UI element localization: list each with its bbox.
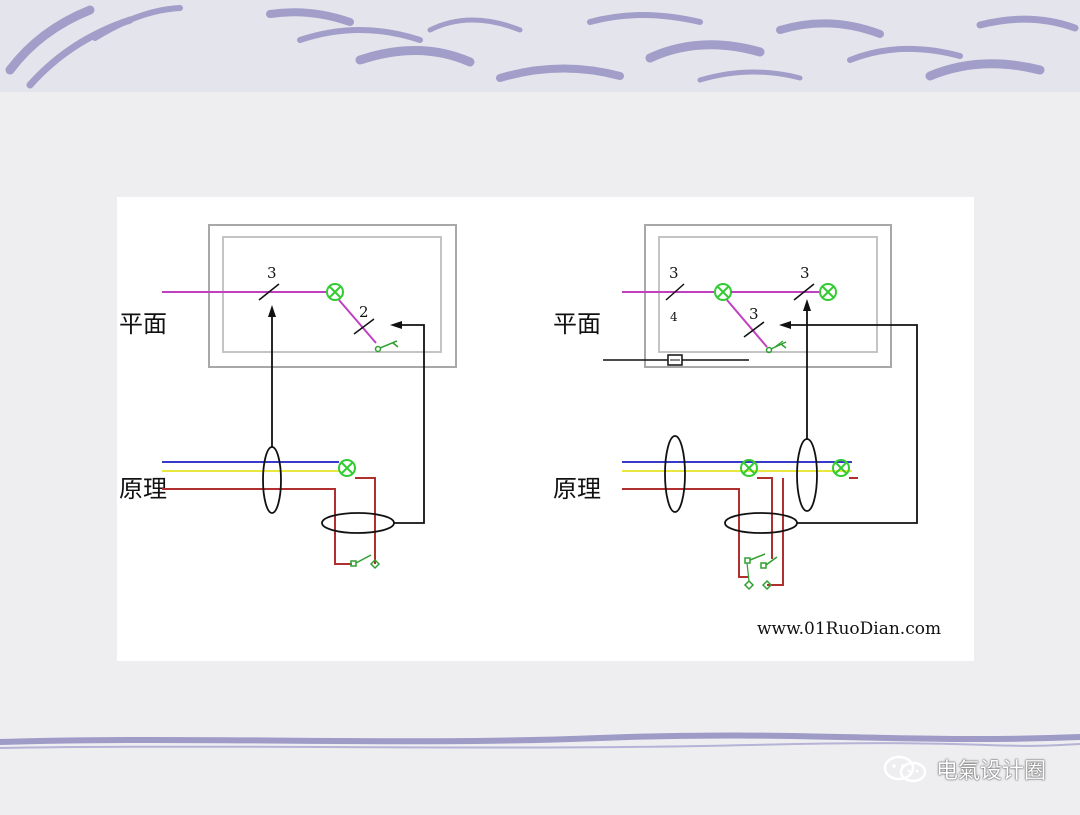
- right-principle-lamp-1: [740, 459, 758, 477]
- right-wire-count-lamp2: 3: [800, 264, 810, 282]
- right-diagram: 平面 3 4 3 3 原理: [553, 224, 941, 639]
- left-cable-bundle-vertical: [262, 446, 282, 514]
- watermark-text: 电氣设计圈: [935, 759, 1046, 784]
- wechat-icon: [883, 755, 927, 783]
- left-wire-count-2: 2: [359, 303, 369, 321]
- right-wire-count-3: 3: [669, 264, 679, 282]
- left-principle-switch: [350, 554, 381, 570]
- right-plan-lamp-2: [819, 283, 837, 301]
- left-principle-label: 原理: [119, 475, 167, 503]
- wiring-diagram-panel: 平面 3 2 原理: [117, 197, 974, 661]
- left-wire-count-tick: [258, 283, 280, 301]
- right-principle-switch: [743, 553, 778, 591]
- right-plan-lamp-1: [714, 283, 732, 301]
- right-room-outer: [644, 224, 892, 368]
- right-cable-bundle-mid: [796, 438, 818, 512]
- left-cable-bundle-horizontal: [321, 512, 395, 534]
- footer-rule: [0, 732, 1080, 745]
- left-room-outer: [208, 224, 457, 368]
- right-principle-label: 原理: [553, 475, 601, 503]
- watermark: 电氣设计圈: [882, 752, 1046, 786]
- right-red-wire: [622, 488, 749, 578]
- left-wire-count-3: 3: [267, 264, 277, 282]
- source-url: www.01RuoDian.com: [757, 619, 941, 639]
- left-riser-to-switch: [394, 324, 425, 524]
- left-plan-lamp: [326, 283, 344, 301]
- left-principle-lamp: [338, 459, 356, 477]
- right-cable-bundle-left: [664, 435, 686, 513]
- left-red-wire: [162, 488, 352, 565]
- right-principle-lamp-2: [832, 459, 850, 477]
- left-diagram: 平面 3 2 原理: [119, 224, 457, 570]
- left-switch-leg: [338, 299, 377, 344]
- wiring-diagram: 平面 3 2 原理: [119, 224, 941, 639]
- right-room-inner: [658, 236, 878, 353]
- right-plan-label: 平面: [553, 310, 601, 338]
- right-wire-count-switch: 3: [749, 305, 759, 323]
- header-decoration: [5, 5, 1079, 89]
- left-plan-switch: [374, 340, 399, 353]
- right-switch-leg: [726, 299, 768, 348]
- right-riser-to-switch: [789, 324, 918, 524]
- right-cable-bundle-bottom: [724, 512, 798, 534]
- right-wire-count-4: 4: [670, 310, 678, 324]
- right-plan-switch: [765, 340, 787, 354]
- left-plan-label: 平面: [119, 310, 167, 338]
- left-room-inner: [222, 236, 442, 353]
